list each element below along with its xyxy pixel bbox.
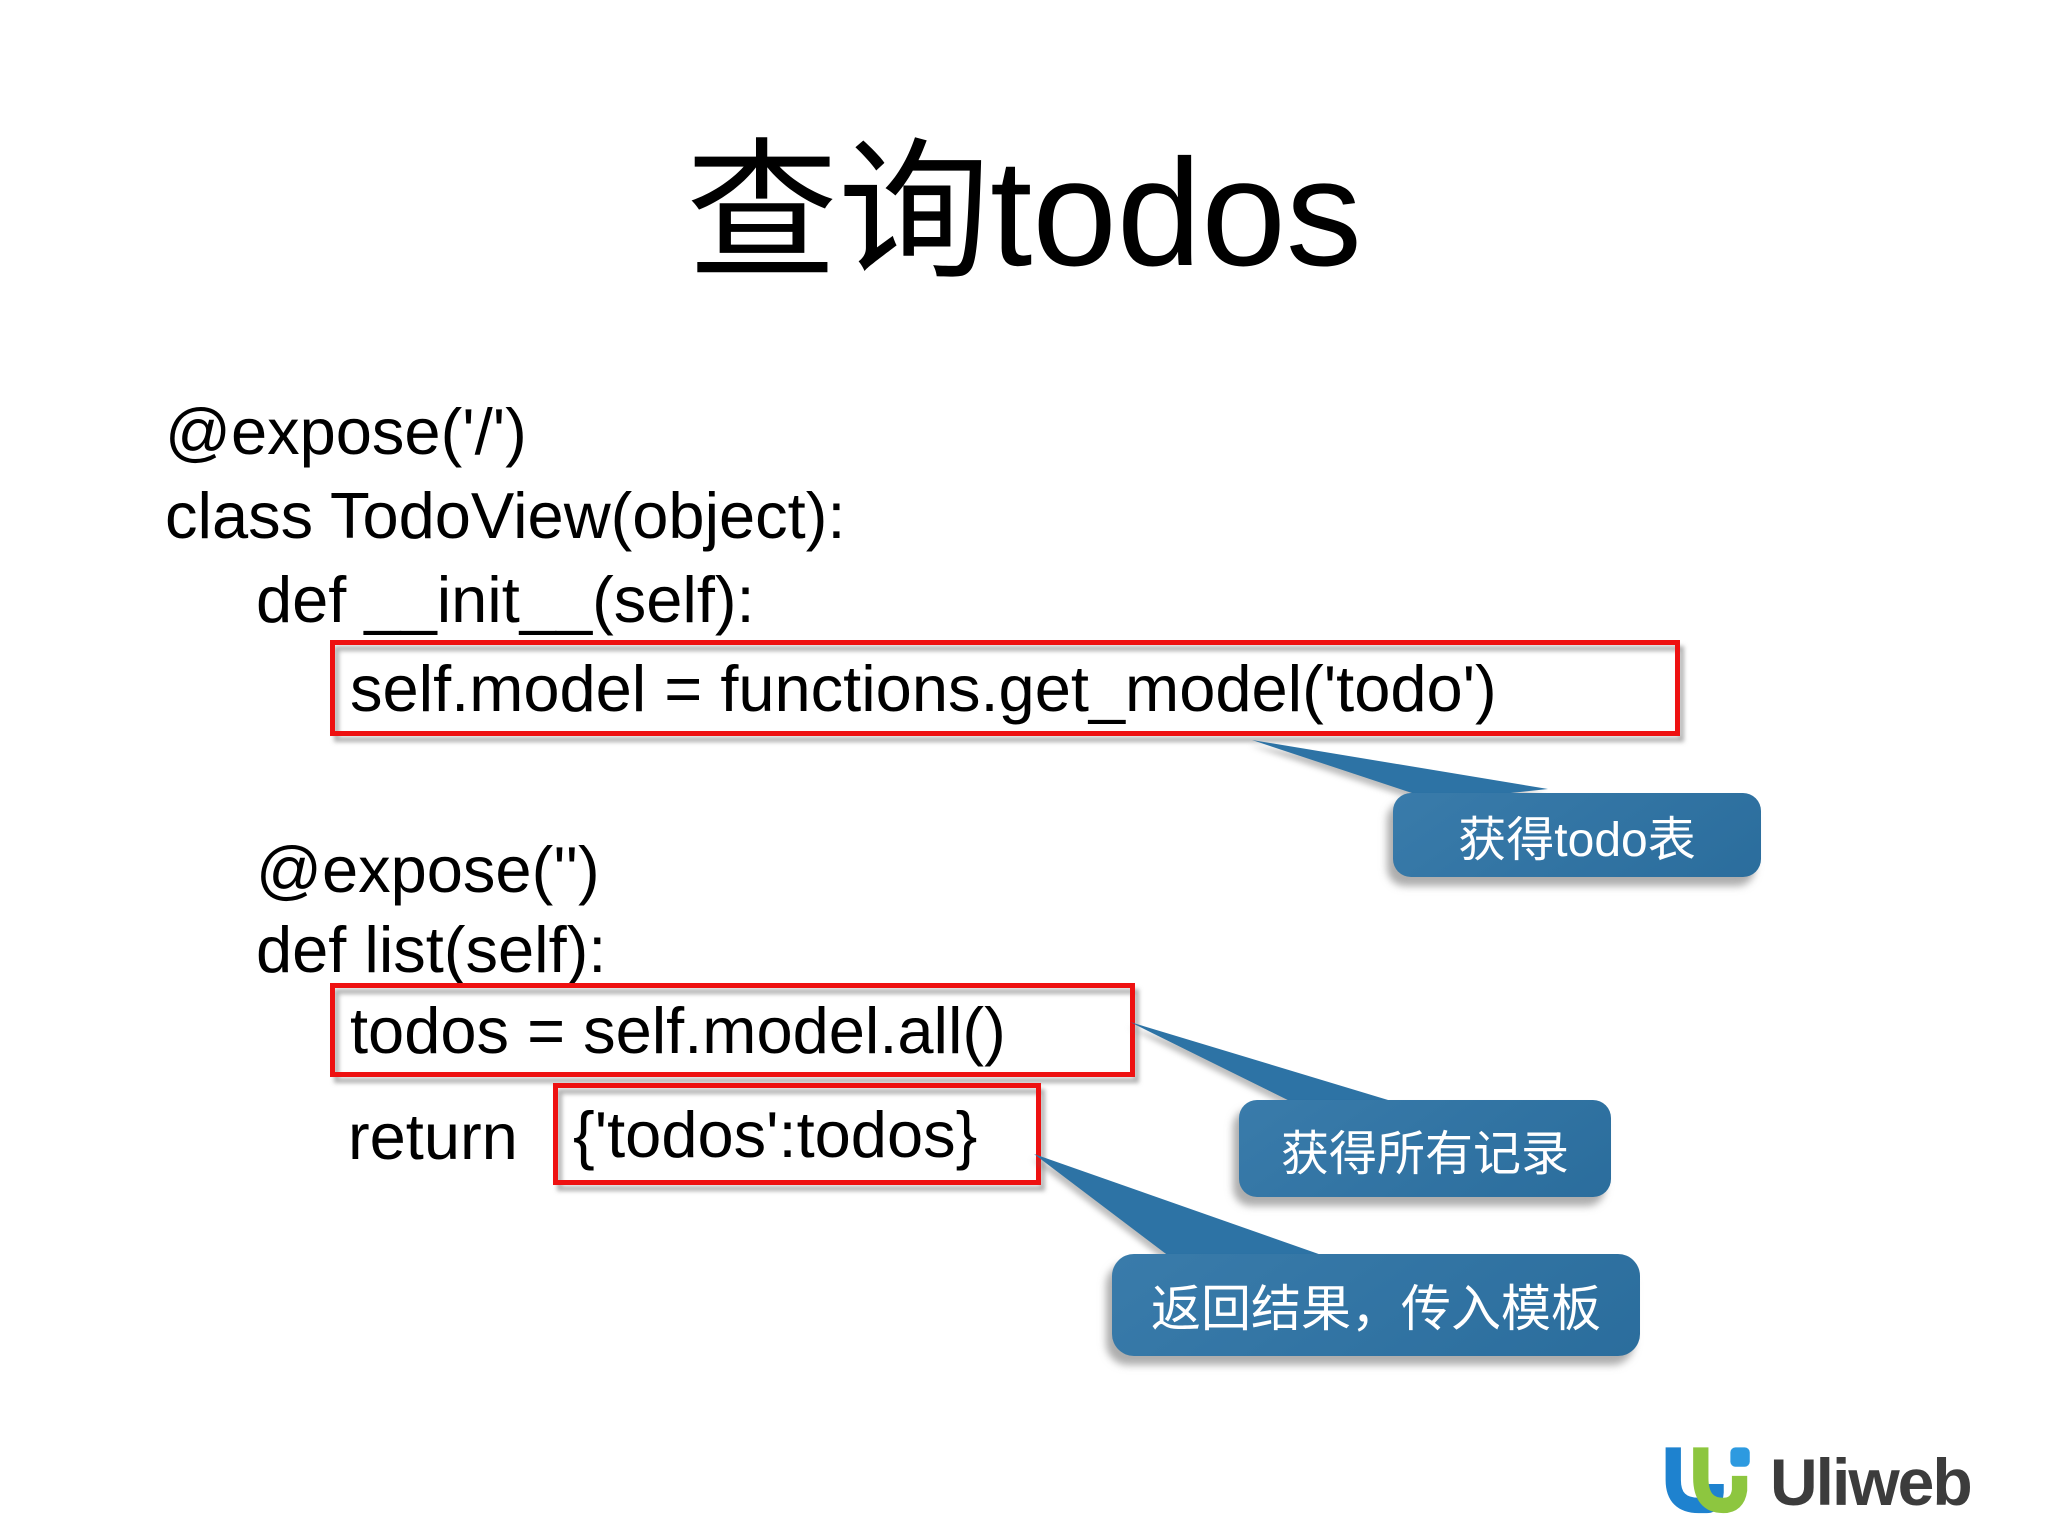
code-line-expose-root: @expose('/') bbox=[165, 395, 527, 468]
callout-get-todo-table: 获得todo表 bbox=[1393, 793, 1761, 877]
code-line-return-keyword: return bbox=[348, 1100, 518, 1173]
code-line-list-def: def list(self): bbox=[256, 913, 607, 986]
code-line-class-def: class TodoView(object): bbox=[165, 479, 846, 552]
callout-tail-get-todo-table bbox=[1252, 740, 1548, 801]
code-line-all: todos = self.model.all() bbox=[350, 993, 1006, 1067]
code-line-get-model: self.model = functions.get_model('todo') bbox=[350, 651, 1497, 725]
highlight-box-return-value bbox=[553, 1083, 1041, 1185]
code-line-expose-empty: @expose('') bbox=[256, 833, 600, 906]
code-return-value: {'todos':todos} bbox=[573, 1097, 978, 1171]
uliweb-logo-text: Uliweb bbox=[1770, 1445, 1973, 1519]
callout-get-all-records: 获得所有记录 bbox=[1239, 1100, 1611, 1197]
slide-title: 查询todos bbox=[686, 128, 1362, 298]
uliweb-logo: Uliweb bbox=[1660, 1436, 2040, 1528]
uliweb-logo-icon bbox=[1665, 1447, 1750, 1514]
code-line-init-def: def __init__(self): bbox=[256, 563, 755, 636]
callout-return-pass-template: 返回结果，传入模板 bbox=[1112, 1254, 1640, 1356]
highlight-box-get-model bbox=[330, 640, 1680, 736]
